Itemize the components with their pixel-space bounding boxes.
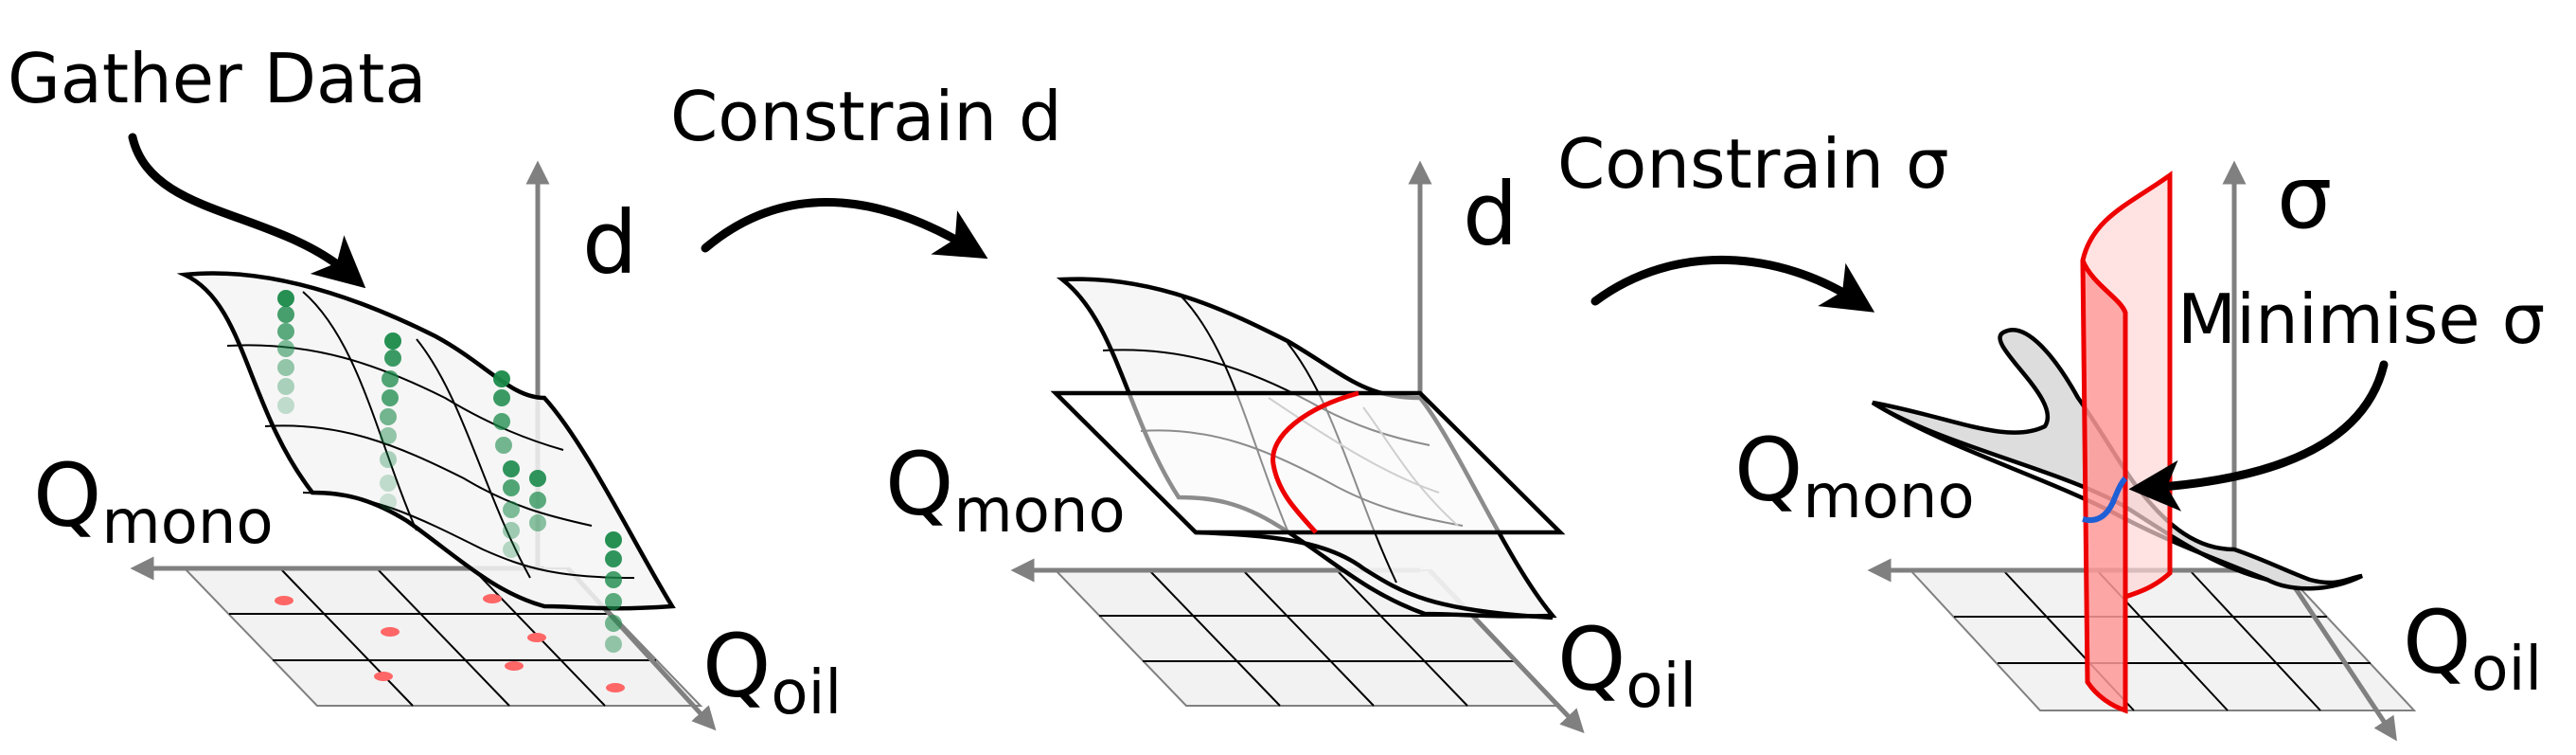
curved-arrow-icon — [128, 133, 366, 289]
step-label-gather-data: Gather Data — [8, 39, 426, 118]
curved-arrow-icon — [2128, 360, 2389, 512]
axis-label-left-sub: mono — [1803, 462, 1974, 532]
panel-constrain-sigma: σ Minimise σ Qmono Qoil — [1734, 147, 2545, 742]
axis-label-vertical: d — [582, 192, 637, 294]
constraint-plane — [1050, 390, 1566, 535]
surface-lower — [1195, 530, 1554, 620]
axis-label-right: Qoil — [1557, 609, 1697, 722]
plane-mesh — [1268, 397, 1459, 527]
axis-label-right-sub: oil — [771, 658, 842, 728]
base-grid-lines — [229, 567, 656, 707]
sample-points — [275, 594, 625, 692]
base-grid-lines — [1099, 569, 1517, 707]
axis-label-left: Qmono — [1734, 420, 1975, 532]
axis-label-left-main: Q — [33, 445, 101, 547]
axis-label-right-main: Q — [1557, 609, 1626, 710]
axis-label-left-sub: mono — [101, 488, 273, 558]
curved-arrow-icon — [1590, 256, 1875, 313]
axis-label-vertical: σ — [2277, 147, 2332, 248]
axis-label-right: Qoil — [702, 616, 842, 728]
constraint-curve — [1270, 390, 1359, 534]
axis-label-left-main: Q — [885, 434, 953, 535]
axis-right — [2281, 568, 2397, 742]
axis-label-right-main: Q — [2403, 592, 2471, 693]
step-label-constrain-sigma: Constrain σ — [1557, 124, 1949, 204]
axis-label-left-main: Q — [1734, 420, 1803, 521]
axis-label-left: Qmono — [885, 434, 1126, 547]
axis-label-left: Qmono — [33, 445, 274, 558]
panel-gather-data: d Qmono Qoil — [33, 160, 842, 731]
axis-label-right-main: Q — [702, 616, 771, 717]
response-surface — [176, 271, 676, 611]
axis-label-right-sub: oil — [1626, 652, 1697, 722]
step-label-constrain-d: Constrain d — [670, 77, 1062, 156]
axis-label-right-sub: oil — [2471, 635, 2542, 705]
curved-arrow-icon — [701, 198, 988, 260]
optimum-curve — [2082, 476, 2128, 523]
panel-constrain-d: d Qmono Qoil — [885, 160, 1697, 734]
surface-mesh — [226, 291, 635, 579]
data-points — [277, 290, 622, 653]
axis-label-right: Qoil — [2403, 592, 2542, 705]
axis-label-left-sub: mono — [953, 476, 1125, 547]
annotation-minimise-sigma: Minimise σ — [2177, 279, 2545, 359]
axis-label-vertical: d — [1463, 164, 1518, 265]
